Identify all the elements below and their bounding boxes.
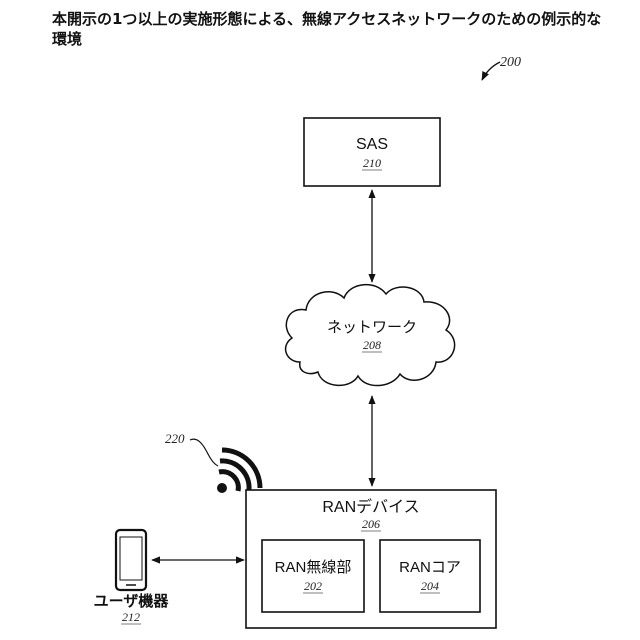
ran-core-label: RANコア: [399, 559, 461, 576]
figure-ref-leader: [482, 62, 500, 80]
sas-ref: 210: [363, 156, 381, 170]
network-label: ネットワーク: [327, 319, 417, 336]
wireless-ref-number: 220: [165, 431, 185, 446]
ran-core-ref: 204: [421, 579, 439, 593]
wireless-signal-icon: [217, 450, 260, 493]
ran-device-label: RANデバイス: [322, 497, 419, 516]
ran-radio-box: [262, 540, 364, 612]
wireless-signal-dot: [217, 483, 227, 493]
user-equipment-node: ユーザ機器 212: [94, 530, 170, 624]
sas-node: SAS 210: [304, 118, 440, 186]
wireless-ref-leader: [190, 439, 218, 466]
ran-core-box: [380, 540, 480, 612]
phone-screen: [120, 537, 142, 580]
ran-radio-ref: 202: [304, 579, 322, 593]
ran-radio-label: RAN無線部: [275, 559, 352, 576]
sas-label: SAS: [356, 136, 388, 153]
figure-ref-number: 200: [500, 55, 521, 70]
ran-device-node: RANデバイス 206 RAN無線部 202 RANコア 204: [246, 490, 496, 628]
wireless-ref-220: 220: [165, 431, 218, 466]
user-equipment-label: ユーザ機器: [94, 592, 170, 610]
phone-icon: [116, 530, 146, 590]
network-node: ネットワーク 208: [286, 285, 455, 386]
user-equipment-ref: 212: [122, 610, 140, 624]
network-ref: 208: [363, 338, 381, 352]
ran-device-ref: 206: [362, 517, 380, 531]
figure-ref-200: 200: [482, 55, 521, 80]
